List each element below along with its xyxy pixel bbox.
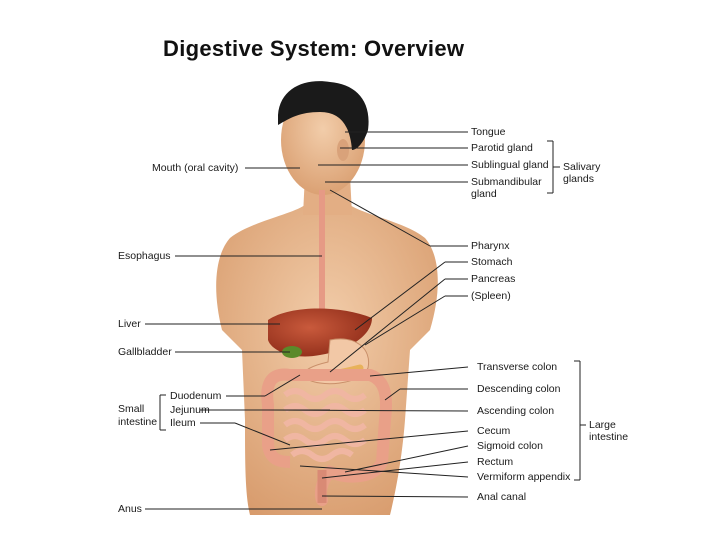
label-pancreas: Pancreas <box>471 273 516 285</box>
label-gland: gland <box>471 188 497 200</box>
label-gallbladder: Gallbladder <box>118 346 172 358</box>
label-anus: Anus <box>118 503 142 515</box>
label-anal-canal: Anal canal <box>477 491 527 503</box>
ear <box>337 139 349 161</box>
label-descending-colon: Descending colon <box>477 383 561 395</box>
hair <box>278 81 369 150</box>
label-duodenum: Duodenum <box>170 390 222 402</box>
label-stomach: Stomach <box>471 256 513 268</box>
label-ileum: Ileum <box>170 417 196 429</box>
label-large: Large <box>589 419 616 431</box>
gallbladder <box>282 346 302 358</box>
label-pharynx: Pharynx <box>471 240 510 252</box>
label-esophagus: Esophagus <box>118 250 171 262</box>
label-transverse-colon: Transverse colon <box>477 361 558 373</box>
label-sublingual-gland: Sublingual gland <box>471 159 549 171</box>
label-submandibular: Submandibular <box>471 176 542 188</box>
label-spleen: (Spleen) <box>471 290 511 302</box>
label-salivary: Salivary <box>563 161 601 173</box>
label-rectum: Rectum <box>477 456 514 468</box>
label-small: Small <box>118 403 145 415</box>
label-cecum: Cecum <box>477 425 511 437</box>
label-intestine: intestine <box>118 416 158 428</box>
label-jejunum: Jejunum <box>170 404 210 416</box>
label-sigmoid-colon: Sigmoid colon <box>477 440 543 452</box>
leader-lines <box>145 131 586 510</box>
label-large-intestine: intestine <box>589 431 629 443</box>
label-glands: glands <box>563 173 594 185</box>
label-parotid-gland: Parotid gland <box>471 142 533 154</box>
label-mouth: Mouth (oral cavity) <box>152 162 239 174</box>
page-title: Digestive System: Overview <box>163 36 465 61</box>
label-ascending-colon: Ascending colon <box>477 405 555 417</box>
label-tongue: Tongue <box>471 126 506 138</box>
label-liver: Liver <box>118 318 141 330</box>
label-vermiform-appendix: Vermiform appendix <box>477 471 571 483</box>
